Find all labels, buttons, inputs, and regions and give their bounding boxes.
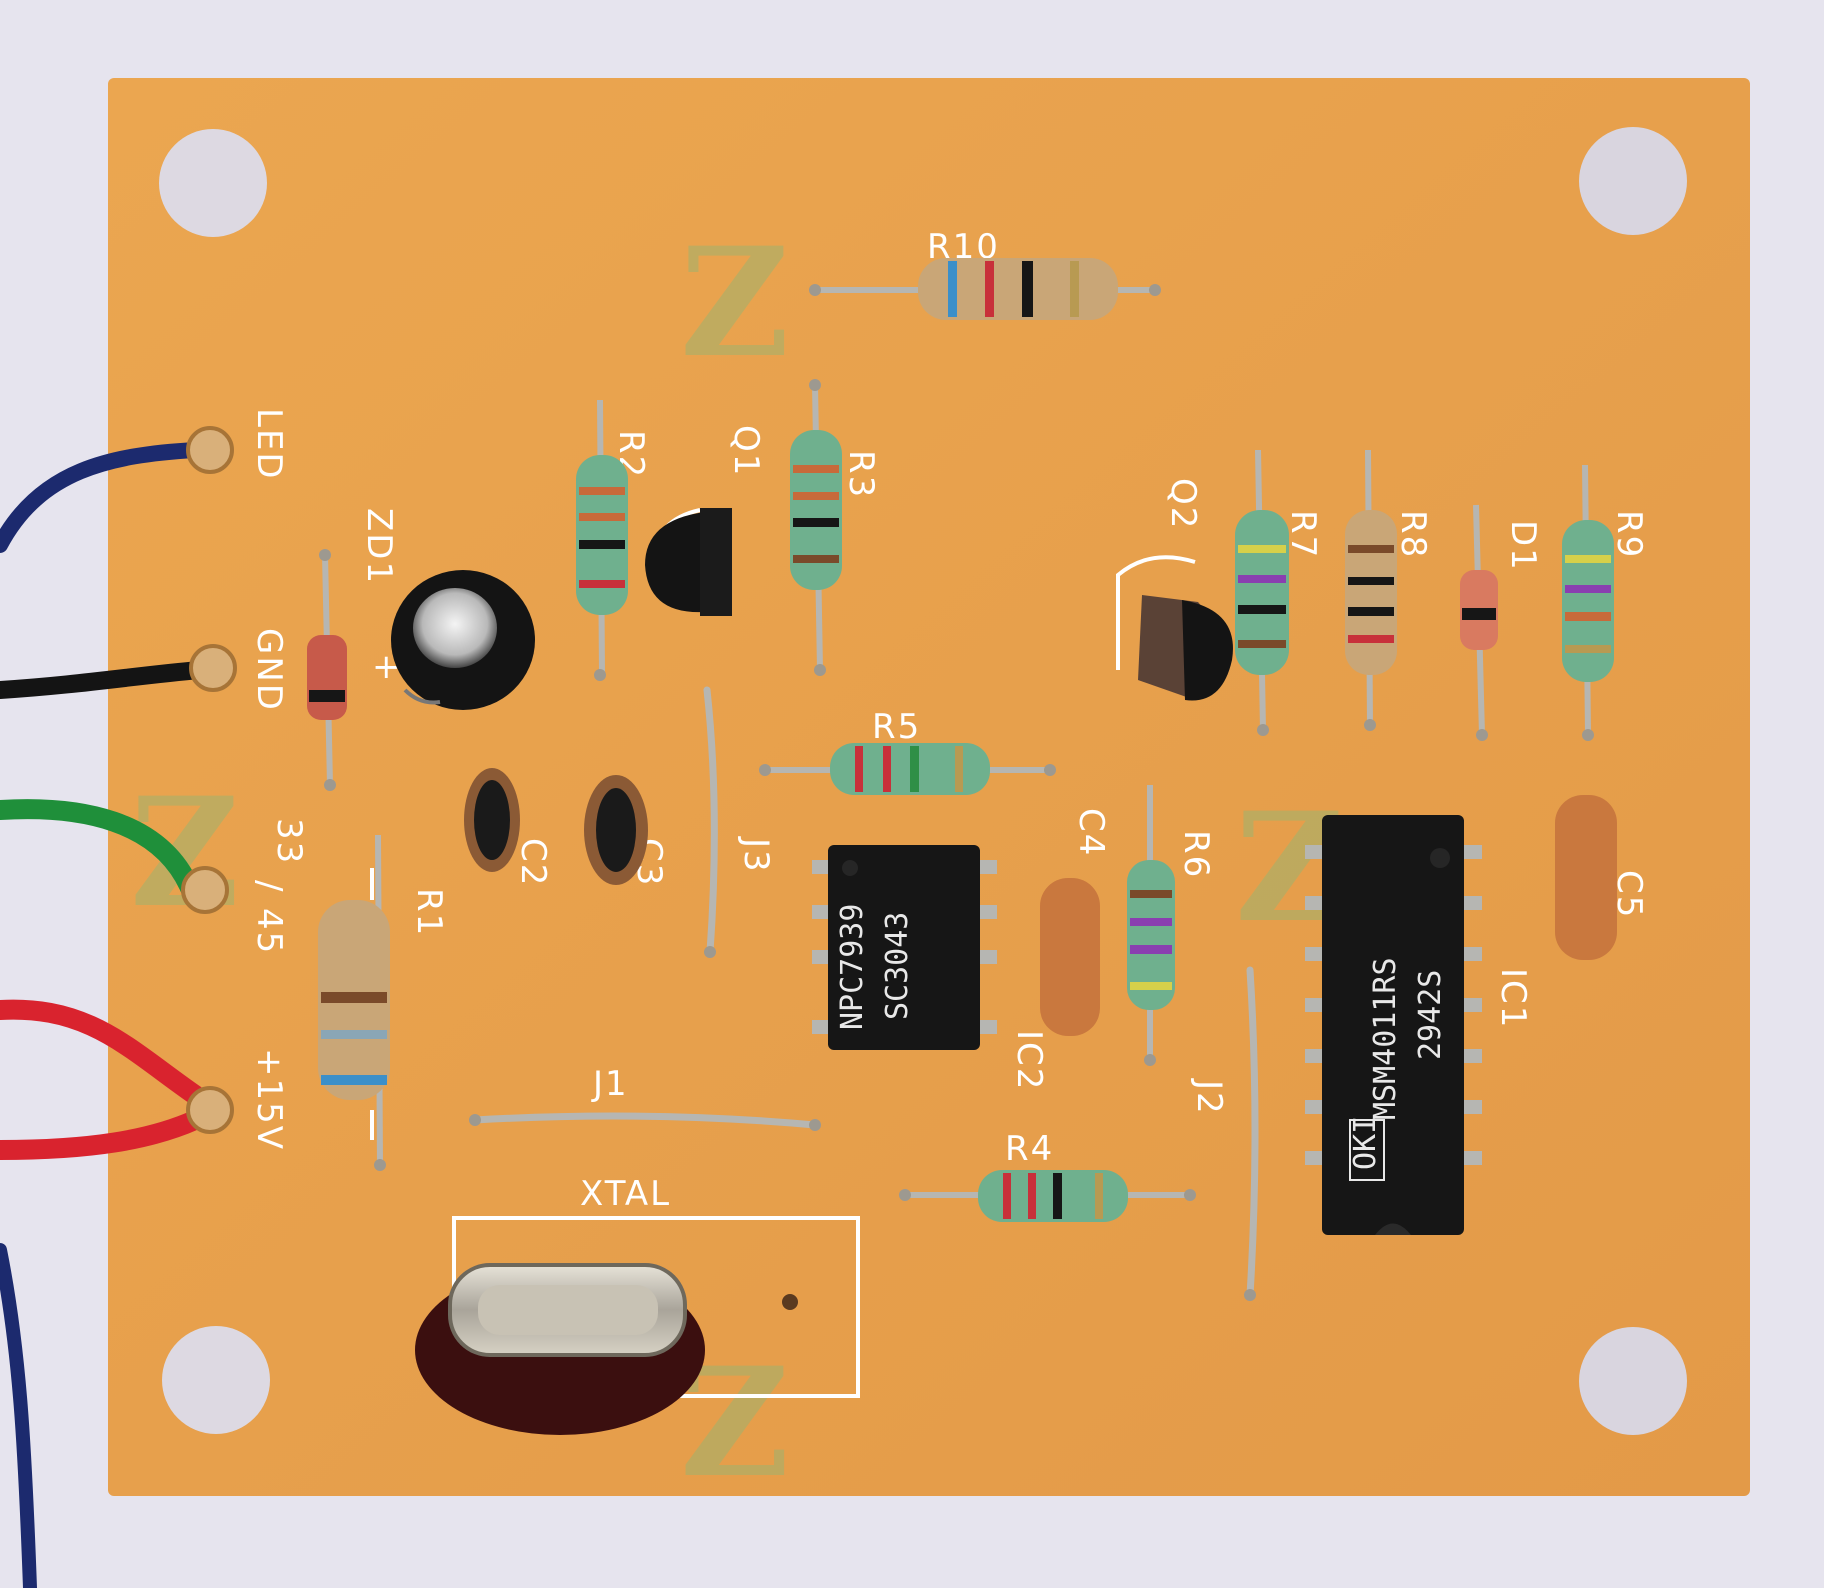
label-led: LED — [249, 408, 289, 481]
ceramic-capacitor-c3 — [584, 775, 648, 885]
label-c2: C2 — [513, 838, 553, 887]
crystal-xtal — [415, 1263, 798, 1435]
jumper-j1 — [471, 1112, 819, 1129]
electrolytic-capacitor — [391, 570, 535, 710]
silkscreen-labels: R10 R2 Q1 R3 LED ZD1 + GND Q2 R7 R8 D1 R… — [249, 227, 1649, 1214]
ic1-logo: OKI — [1348, 1116, 1383, 1170]
film-capacitor-c5 — [1555, 795, 1617, 960]
label-ic2: IC2 — [1009, 1030, 1049, 1091]
jumper-j3 — [703, 686, 718, 956]
logo-letter-left: Z — [130, 765, 240, 941]
resistor-r5 — [765, 743, 1050, 795]
q2-outline — [1116, 555, 1196, 670]
resistor-r8 — [1345, 449, 1397, 726]
label-zd1: ZD1 — [359, 508, 399, 585]
resistor-r3 — [790, 384, 842, 671]
logo-letter-top: Z — [680, 215, 790, 391]
wire-red-1 — [0, 999, 205, 1105]
ic1-marking-2: 2942S — [1413, 970, 1448, 1060]
resistor-r1 — [318, 834, 390, 1166]
label-r8: R8 — [1393, 510, 1433, 559]
resistor-r4 — [905, 1170, 1190, 1222]
jumper-j2 — [1246, 966, 1259, 1299]
resistor-r2 — [576, 399, 628, 676]
label-ic1: IC1 — [1493, 968, 1533, 1029]
label-r6: R6 — [1176, 830, 1216, 879]
jumper-wires — [471, 686, 1259, 1299]
wire-solder-pads — [181, 426, 237, 1134]
label-in-33: 33 — [269, 818, 309, 865]
label-c4: C4 — [1071, 808, 1111, 857]
film-capacitor-c4 — [1040, 878, 1100, 1036]
label-gnd: GND — [249, 628, 289, 712]
label-plus15v: +15V — [249, 1048, 289, 1151]
label-xtal: XTAL — [580, 1174, 671, 1214]
label-j2: J2 — [1189, 1078, 1229, 1116]
label-r3: R3 — [841, 450, 881, 499]
label-q1: Q1 — [726, 425, 766, 477]
wire-green — [0, 799, 200, 898]
label-j3: J3 — [736, 836, 776, 874]
wire-blue-lower — [0, 1243, 37, 1588]
wire-red-2 — [0, 1110, 205, 1160]
label-r1: R1 — [409, 888, 449, 937]
zener-diode-zd1 — [307, 554, 347, 786]
resistor-r7 — [1235, 449, 1289, 731]
mount-hole-top-left — [159, 129, 267, 237]
solder-points — [319, 284, 1594, 1301]
ic2-marking-1: NPC7939 — [835, 904, 870, 1030]
label-j1: J1 — [591, 1064, 629, 1104]
pad-gnd — [189, 644, 237, 692]
ic2-marking-2: SC3043 — [880, 912, 915, 1020]
label-r9: R9 — [1609, 510, 1649, 559]
mount-hole-bottom-right — [1579, 1327, 1687, 1435]
ceramic-capacitor-c2 — [464, 768, 520, 872]
pad-led — [186, 426, 234, 474]
ic1-marking-1: MSM4011RS — [1368, 957, 1403, 1120]
label-q2: Q2 — [1163, 478, 1203, 530]
label-r7: R7 — [1283, 510, 1323, 559]
wire-black — [0, 661, 209, 699]
pad-plus15v — [186, 1086, 234, 1134]
resistor-r10 — [815, 258, 1155, 320]
resistor-r9 — [1562, 464, 1614, 736]
resistor-r6 — [1127, 785, 1175, 1060]
pad-input — [181, 866, 229, 914]
label-in-slash: / — [249, 880, 289, 893]
mount-hole-bottom-left — [162, 1326, 270, 1434]
diode-d1 — [1460, 504, 1498, 736]
input-wires — [0, 442, 209, 1588]
label-d1: D1 — [1503, 520, 1543, 572]
label-r5: R5 — [872, 707, 921, 747]
label-in-45: 45 — [249, 908, 289, 955]
wire-blue — [0, 442, 203, 553]
transistor-q2 — [1138, 595, 1233, 701]
mount-hole-top-right — [1579, 127, 1687, 235]
transistor-q1 — [645, 508, 732, 616]
label-r4: R4 — [1005, 1129, 1054, 1169]
chip-ic1: MSM4011RS 2942S OKI — [1305, 815, 1482, 1235]
chip-ic2: NPC7939 SC3043 — [812, 845, 997, 1050]
